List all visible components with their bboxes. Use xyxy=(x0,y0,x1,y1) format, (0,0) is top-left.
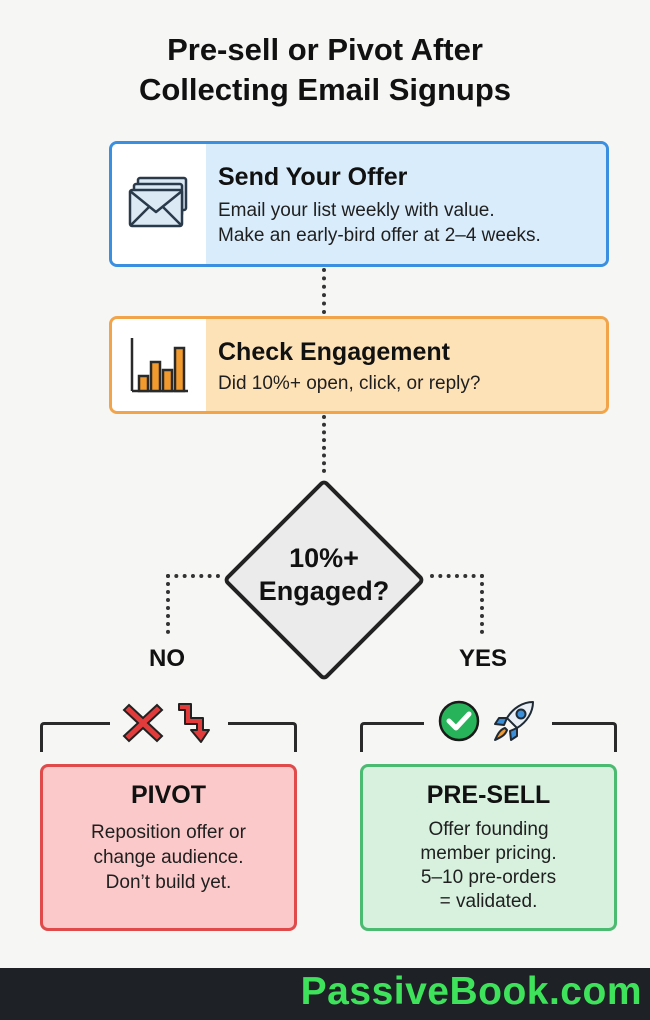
outcome-line: 5–10 pre-orders xyxy=(420,867,557,888)
connector-dots xyxy=(322,268,326,314)
outcome-pivot: PIVOT Reposition offer or change audienc… xyxy=(40,764,297,931)
connector-dots xyxy=(166,574,170,634)
connector-dots xyxy=(322,415,326,473)
yes-icons xyxy=(424,696,552,746)
outcome-line: Offer founding xyxy=(428,819,549,840)
footer-bar: PassiveBook.com xyxy=(0,968,650,1020)
step-description: Did 10%+ open, click, or reply? xyxy=(218,371,596,396)
decision-line: 10%+ xyxy=(289,543,359,573)
outcome-title: PRE-SELL xyxy=(426,781,551,809)
page-title: Pre-sell or Pivot After Collecting Email… xyxy=(0,30,650,110)
step-description: Email your list weekly with value. Make … xyxy=(218,198,596,248)
outcome-description: Reposition offer or change audience. Don… xyxy=(43,820,294,895)
branch-yes-label: YES xyxy=(458,645,508,672)
step-line: Did 10%+ open, click, or reply? xyxy=(218,373,481,394)
red-x-icon xyxy=(122,703,164,743)
outcome-line: = validated. xyxy=(439,891,538,912)
step-line: Email your list weekly with value. xyxy=(218,200,495,221)
brand-link[interactable]: PassiveBook.com xyxy=(300,970,642,1013)
rocket-icon xyxy=(494,701,534,741)
step-check-engagement: Check Engagement Did 10%+ open, click, o… xyxy=(109,316,609,414)
connector-dots xyxy=(166,574,220,578)
decision-label: 10%+ Engaged? xyxy=(222,542,426,608)
title-line-2: Collecting Email Signups xyxy=(138,72,512,107)
pivot-arrow-icon xyxy=(178,703,210,743)
envelopes-icon xyxy=(128,176,188,228)
step-send-offer: Send Your Offer Email your list weekly w… xyxy=(109,141,609,267)
bar-chart-icon xyxy=(130,338,188,393)
outcome-line: Reposition offer or xyxy=(91,822,246,843)
step-title: Send Your Offer xyxy=(218,163,408,191)
step-line: Make an early-bird offer at 2–4 weeks. xyxy=(218,225,541,246)
no-icons xyxy=(110,698,228,748)
decision-line: Engaged? xyxy=(258,576,390,606)
outcome-presell: PRE-SELL Offer founding member pricing. … xyxy=(360,764,617,931)
outcome-line: change audience. xyxy=(93,847,244,868)
connector-dots xyxy=(480,574,484,634)
decision-diamond: 10%+ Engaged? xyxy=(222,478,426,682)
step-title: Check Engagement xyxy=(218,338,451,366)
title-line-1: Pre-sell or Pivot After xyxy=(167,32,483,67)
outcome-line: member pricing. xyxy=(420,843,557,864)
outcome-title: PIVOT xyxy=(130,781,206,809)
green-check-icon xyxy=(438,700,480,742)
outcome-description: Offer founding member pricing. 5–10 pre-… xyxy=(363,818,614,914)
outcome-line: Don’t build yet. xyxy=(105,872,232,893)
connector-dots xyxy=(430,574,484,578)
branch-no-label: NO xyxy=(149,645,185,672)
